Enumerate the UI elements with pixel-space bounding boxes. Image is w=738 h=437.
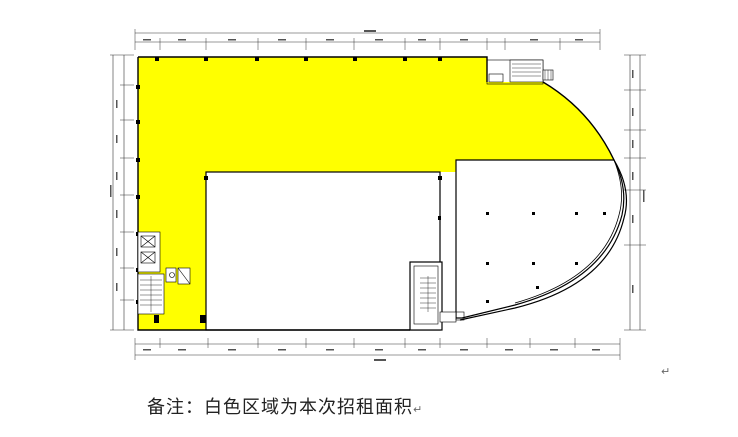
dimension-text-marks <box>110 30 645 361</box>
white-leased-area-east <box>455 159 625 319</box>
paragraph-mark: ↵ <box>413 403 424 416</box>
columns <box>136 57 606 323</box>
top-dimension-lines <box>134 29 601 50</box>
bottom-dimension-lines <box>134 338 621 360</box>
right-dimension-lines <box>624 54 646 331</box>
footnote: 备注：白色区域为本次招租面积↵ <box>147 393 423 419</box>
west-core <box>137 231 191 315</box>
northeast-stair <box>486 59 554 85</box>
footnote-text: 备注：白色区域为本次招租面积 <box>147 397 413 418</box>
yellow-area <box>138 57 614 330</box>
paragraph-mark: ↵ <box>661 365 671 378</box>
left-dimension-lines <box>110 54 134 331</box>
east-core <box>409 261 465 331</box>
white-leased-area-central <box>205 171 441 331</box>
